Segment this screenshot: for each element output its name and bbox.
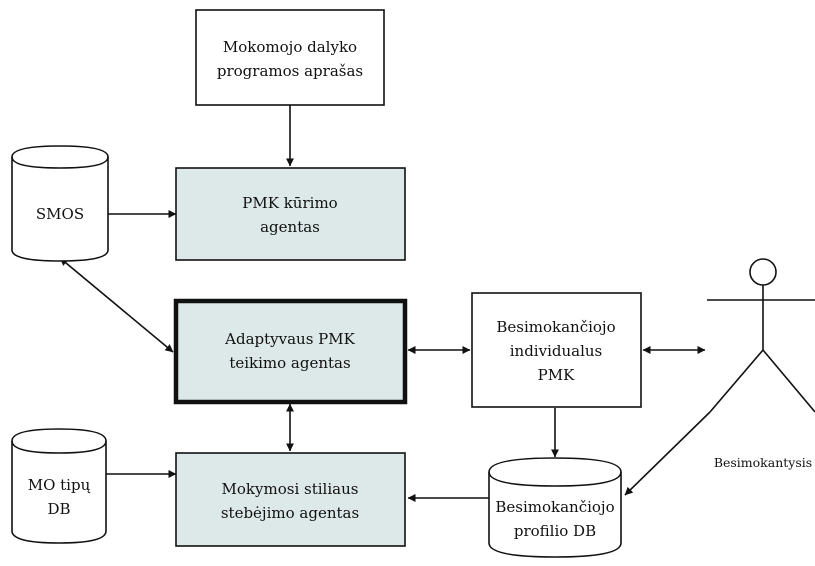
edge-learner-to-profile	[624, 411, 711, 496]
learner-actor-figure: Besimokantysis	[707, 258, 815, 470]
actor-right-leg	[762, 349, 815, 413]
node-adaptive-agent-line-2: teikimo agentas	[229, 354, 350, 372]
node-program-description-line-1: Mokomojo dalyko	[223, 38, 357, 56]
db-learner-profile-line-1: Besimokančiojo	[495, 498, 614, 516]
db-mo-types: MO tipų DB	[11, 428, 107, 544]
db-smos: SMOS	[11, 145, 109, 262]
node-pmk-creation-agent-line-2: agentas	[260, 218, 320, 236]
node-style-observation-agent-line-1: Mokymosi stiliaus	[222, 480, 359, 498]
edges	[59, 105, 711, 502]
node-individual-pmk-line-3: PMK	[538, 366, 575, 384]
db-mo-types-line-2: DB	[47, 500, 70, 518]
node-style-observation-agent: Mokymosi stiliaus stebėjimo agentas	[175, 452, 406, 547]
actor-head	[749, 258, 777, 286]
node-style-observation-agent-line-2: stebėjimo agentas	[221, 504, 359, 522]
node-pmk-creation-agent-line-1: PMK kūrimo	[242, 194, 337, 212]
node-program-description: Mokomojo dalyko programos aprašas	[195, 9, 385, 106]
db-learner-profile-line-2: profilio DB	[514, 522, 596, 540]
node-individual-pmk-line-2: individualus	[510, 342, 603, 360]
db-smos-label: SMOS	[36, 205, 84, 223]
node-individual-pmk-line-1: Besimokančiojo	[496, 318, 615, 336]
node-adaptive-agent: Adaptyvaus PMK teikimo agentas	[173, 298, 408, 405]
node-program-description-line-2: programos aprašas	[217, 62, 363, 80]
db-mo-types-line-1: MO tipų	[28, 476, 91, 494]
actor-left-leg	[709, 349, 764, 413]
node-pmk-creation-agent: PMK kūrimo agentas	[175, 167, 406, 261]
edge-smos-adaptive	[59, 257, 174, 353]
db-learner-profile: Besimokančiojo profilio DB	[488, 457, 622, 558]
learner-actor-label: Besimokantysis	[714, 455, 812, 470]
node-adaptive-agent-line-1: Adaptyvaus PMK	[224, 330, 355, 348]
node-individual-pmk: Besimokančiojo individualus PMK	[471, 292, 642, 408]
